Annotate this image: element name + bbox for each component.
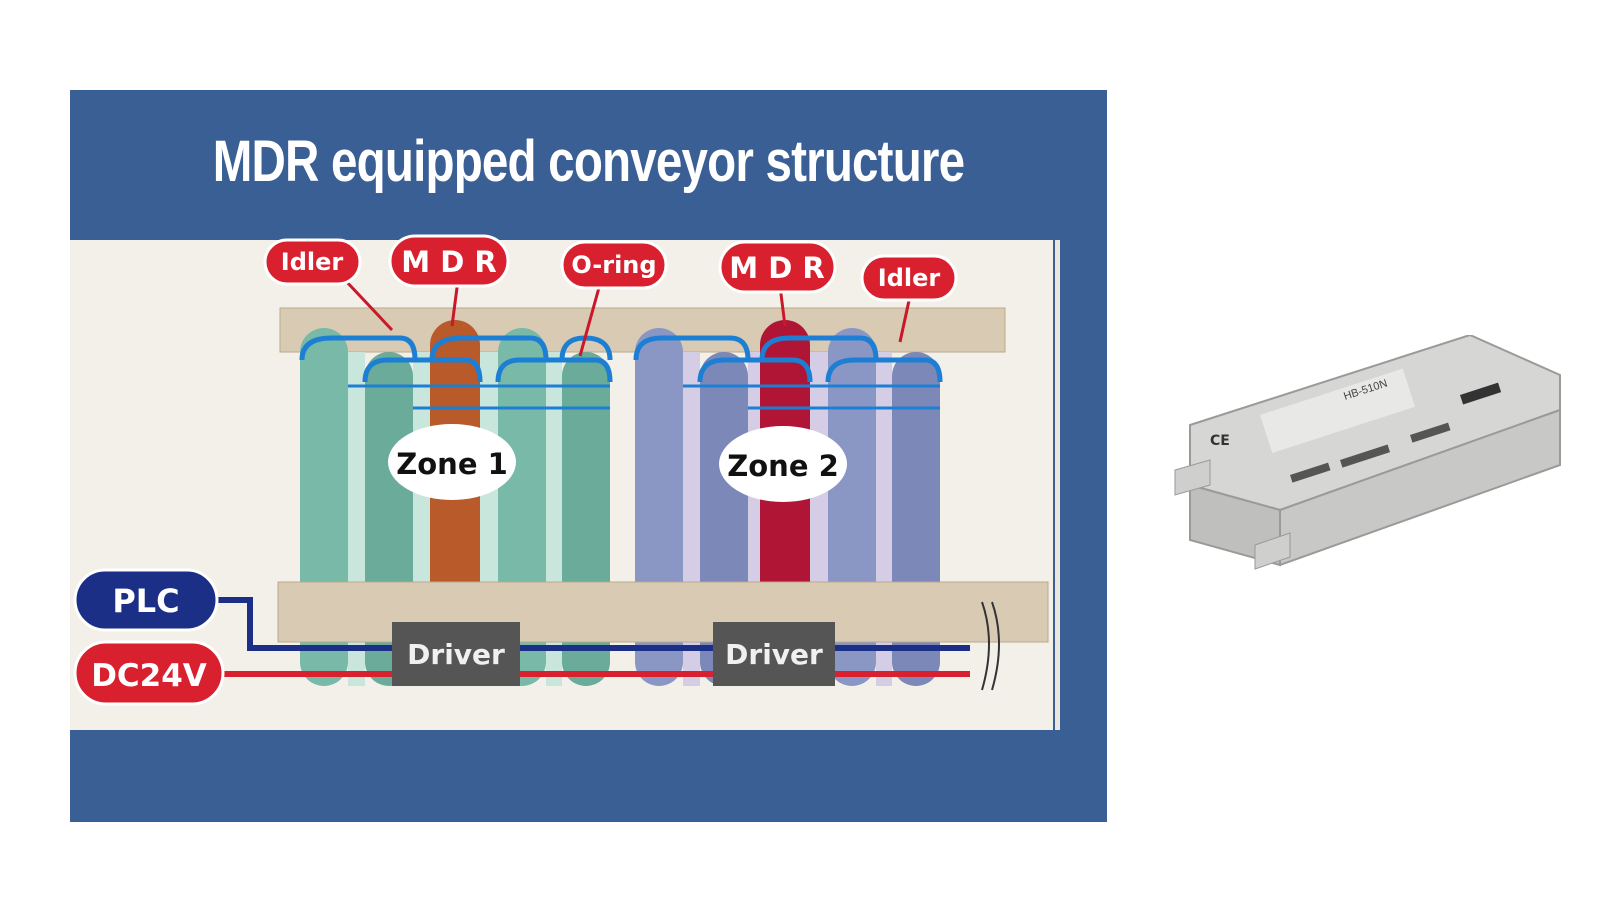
label-oring: O-ring (562, 242, 666, 288)
driver-card-image: CE HB-510N (1170, 335, 1580, 585)
label-idler-left: Idler (265, 240, 360, 284)
driver-box-left: Driver (392, 622, 520, 686)
svg-text:Driver: Driver (725, 638, 823, 671)
svg-text:O-ring: O-ring (571, 251, 656, 279)
zone2-label: Zone 2 (727, 449, 839, 483)
svg-text:M D R: M D R (401, 245, 496, 279)
ce-mark: CE (1210, 433, 1230, 449)
conveyor-diagram: Zone 1 Zone 2 Idler M D R O-ring M D (70, 90, 1107, 822)
label-mdr-left: M D R (390, 236, 508, 286)
svg-text:M D R: M D R (729, 251, 824, 285)
plc-label: PLC (75, 570, 217, 630)
label-idler-right: Idler (862, 256, 956, 300)
svg-text:PLC: PLC (112, 582, 179, 620)
diagram-panel: MDR equipped conveyor structure (70, 90, 1107, 822)
svg-text:Idler: Idler (281, 248, 344, 276)
zone1-label: Zone 1 (396, 447, 508, 481)
driver-box-right: Driver (713, 622, 835, 686)
svg-text:Driver: Driver (407, 638, 505, 671)
dc24v-label: DC24V (75, 642, 223, 704)
label-mdr-right: M D R (720, 242, 835, 292)
svg-text:Idler: Idler (878, 264, 941, 292)
svg-text:DC24V: DC24V (91, 658, 207, 694)
